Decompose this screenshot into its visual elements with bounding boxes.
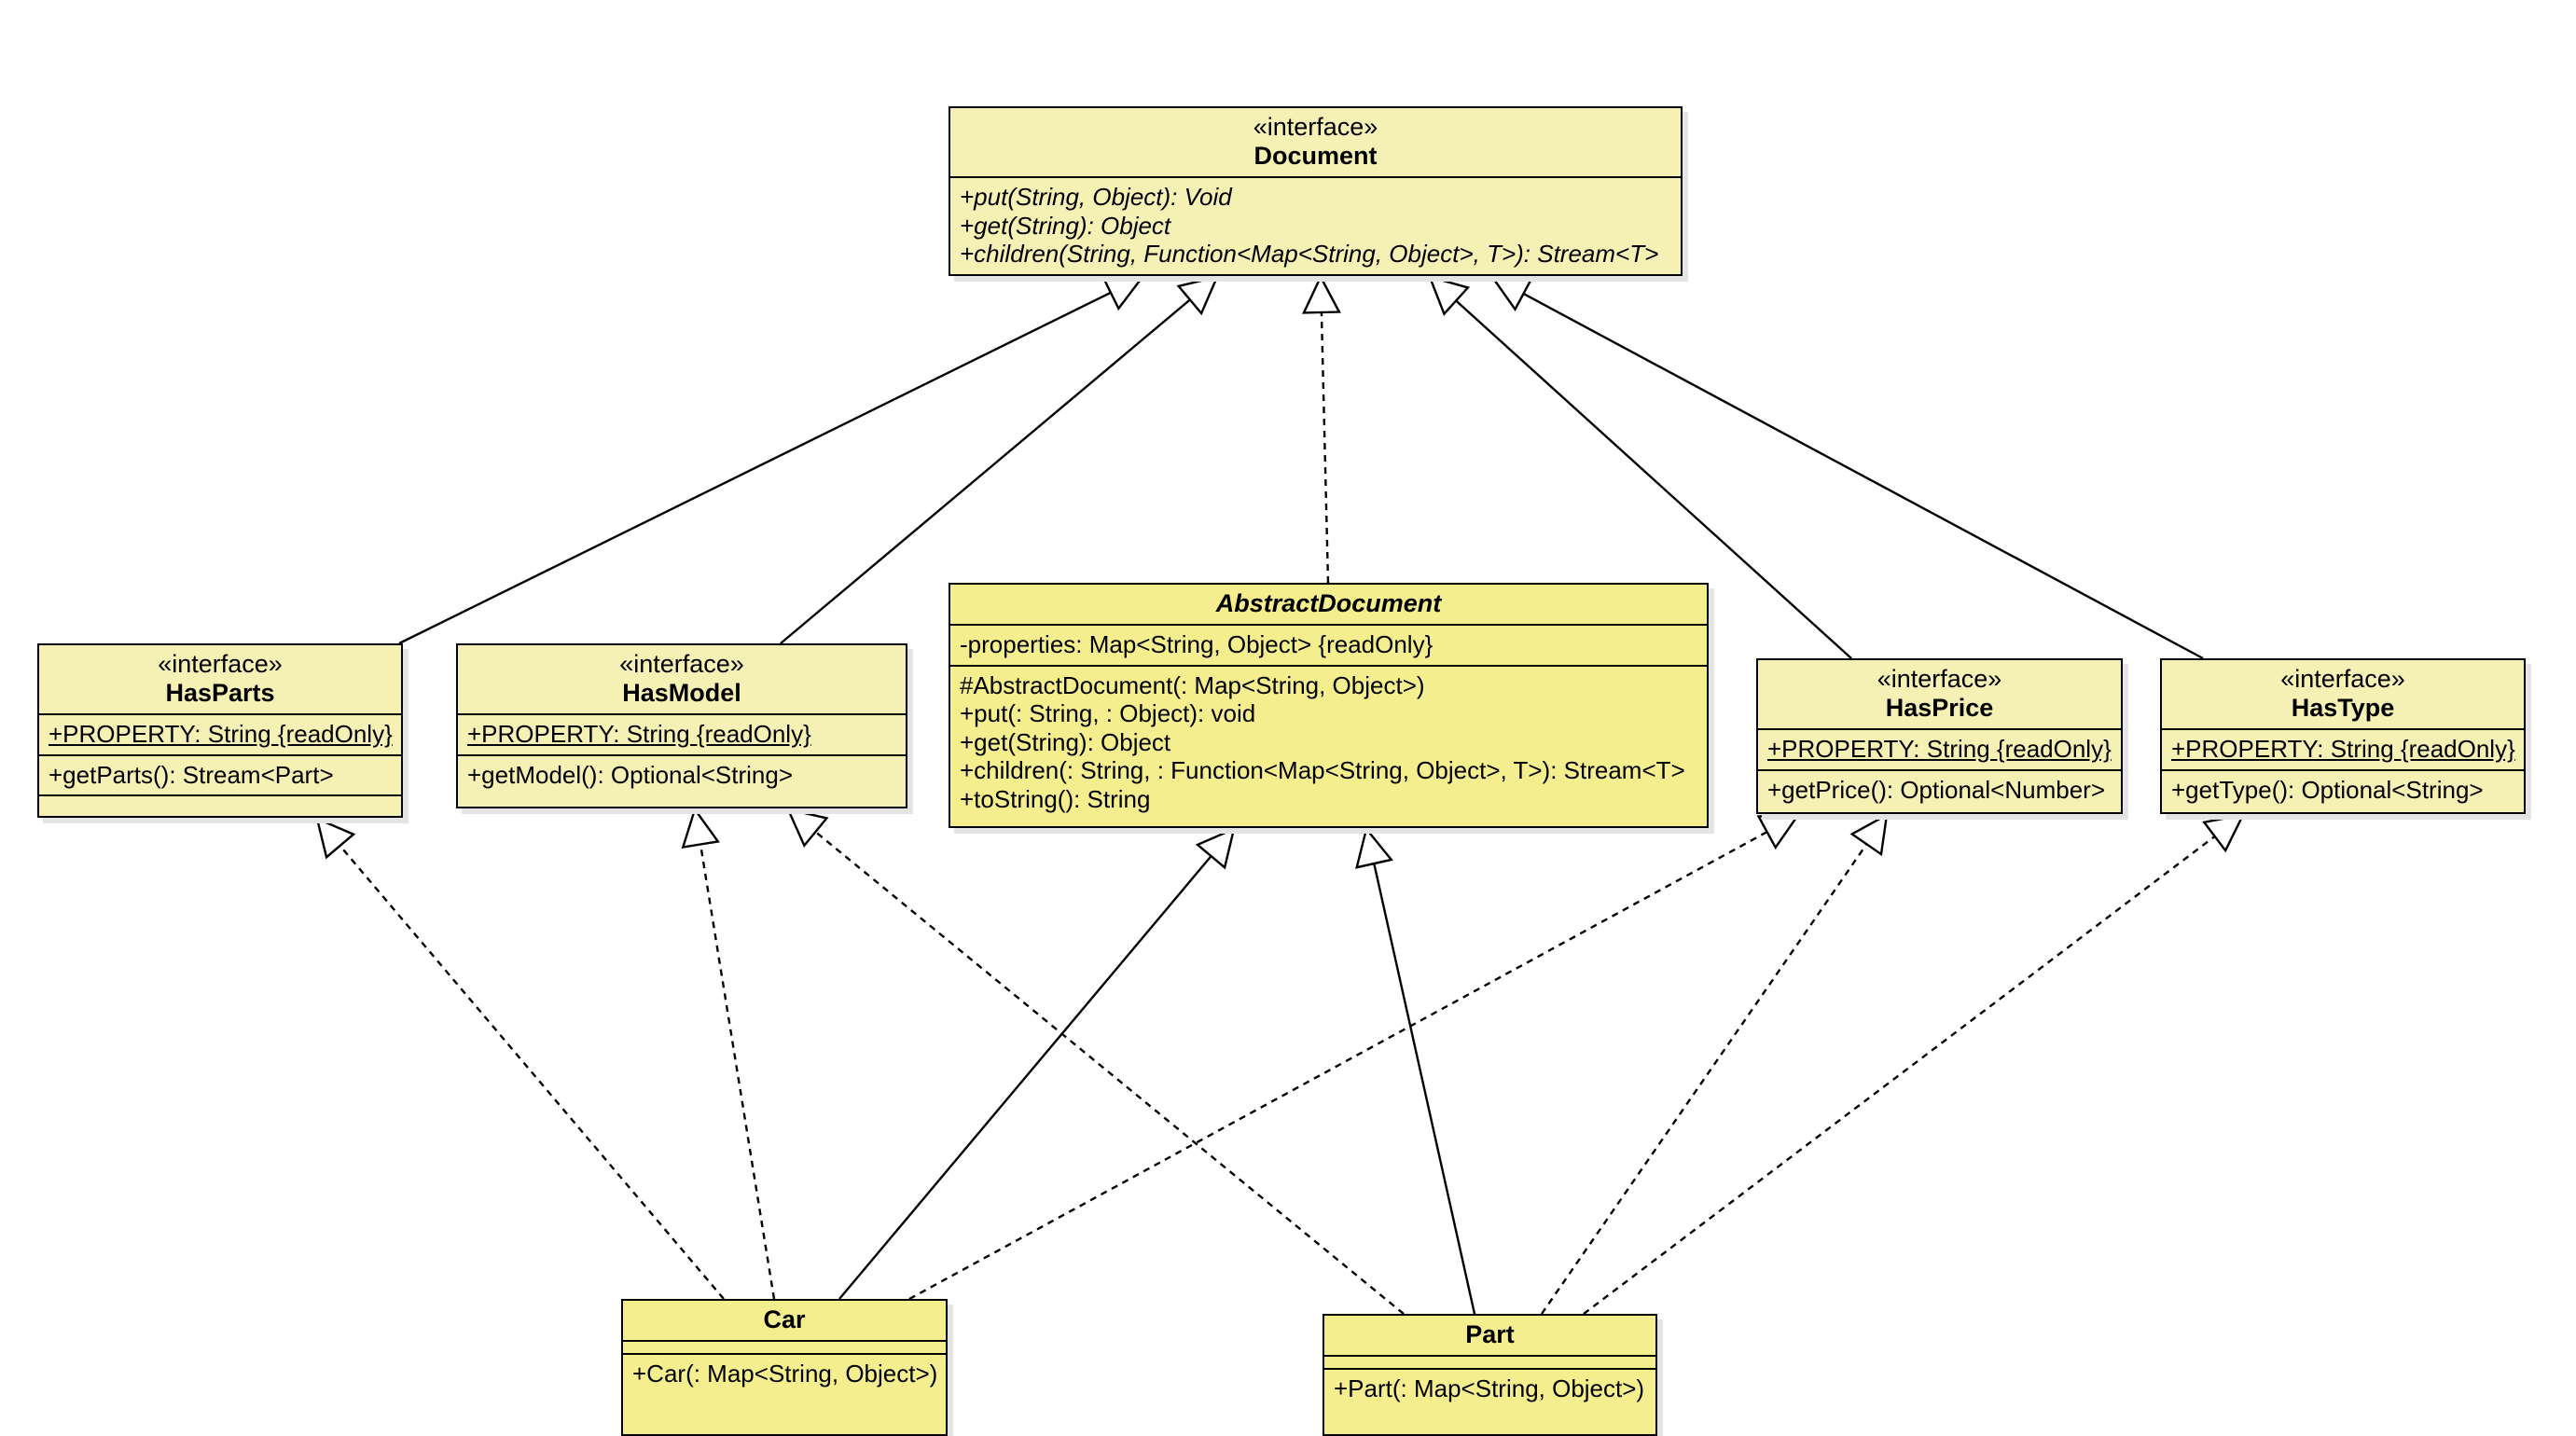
operations-section: #AbstractDocument(: Map<String, Object>)… — [950, 664, 1707, 820]
generalization-line — [1522, 292, 2204, 660]
generalization-line — [838, 855, 1212, 1300]
realization-line — [699, 844, 776, 1300]
hollow-arrowhead — [1489, 275, 1534, 311]
operation: +put(String, Object): Void — [960, 183, 1232, 211]
generalization-line — [1455, 299, 1852, 659]
stereotype: «interface» — [1877, 665, 2002, 693]
hollow-arrowhead — [1176, 275, 1220, 316]
stereotype: «interface» — [158, 650, 283, 678]
operation: #AbstractDocument(: Map<String, Object>) — [960, 670, 1425, 699]
realization-line — [814, 831, 1405, 1315]
class-abstract-document[interactable]: AbstractDocument -properties: Map<String… — [949, 583, 1709, 828]
hollow-arrowhead — [1101, 275, 1145, 311]
class-name: HasPrice — [1885, 694, 1994, 722]
class-name: AbstractDocument — [1215, 589, 1442, 617]
class-header: «interface» HasParts — [39, 645, 401, 713]
attribute: -properties: Map<String, Object> {readOn… — [960, 630, 1433, 658]
operation: +Part(: Map<String, Object>) — [1334, 1374, 1645, 1402]
operations-section: +Part(: Map<String, Object>) — [1324, 1368, 1655, 1409]
class-header: AbstractDocument — [950, 585, 1707, 624]
class-document[interactable]: «interface» Document +put(String, Object… — [949, 106, 1683, 276]
class-header: «interface» HasModel — [458, 645, 906, 713]
class-has-type[interactable]: «interface» HasType +PROPERTY: String {r… — [2160, 658, 2526, 814]
generalization-line — [398, 291, 1112, 645]
attribute: +PROPERTY: String {readOnly} — [2171, 735, 2515, 763]
operation: +children(String, Function<Map<String, O… — [960, 240, 1659, 268]
operation: +get(String): Object — [960, 211, 1171, 240]
operation: +put(: String, : Object): void — [960, 699, 1256, 727]
operation: +toString(): String — [960, 784, 1151, 813]
hollow-arrowhead — [681, 807, 720, 849]
operation: +getType(): Optional<String> — [2171, 775, 2484, 804]
operation: +children(: String, : Function<Map<Strin… — [960, 756, 1685, 784]
class-name: Part — [1465, 1320, 1515, 1348]
attributes-section: +PROPERTY: String {readOnly} — [458, 713, 906, 754]
attributes-section: +PROPERTY: String {readOnly} — [39, 713, 401, 754]
operation: +getParts(): Stream<Part> — [48, 760, 334, 789]
attribute: +PROPERTY: String {readOnly} — [467, 720, 811, 748]
generalization-line — [780, 298, 1191, 644]
stereotype: «interface» — [1253, 113, 1378, 141]
operation: +getModel(): Optional<String> — [467, 760, 794, 789]
stereotype: «interface» — [619, 650, 744, 678]
class-header: «interface» Document — [950, 108, 1681, 176]
class-header: «interface» HasPrice — [1758, 660, 2121, 728]
hollow-arrowhead — [1756, 813, 1801, 850]
hollow-arrowhead — [1302, 274, 1341, 314]
attributes-section: +PROPERTY: String {readOnly} — [2162, 728, 2524, 769]
class-header: «interface» HasType — [2162, 660, 2524, 728]
attribute: +PROPERTY: String {readOnly} — [1767, 735, 2112, 763]
realization-line — [1583, 835, 2216, 1315]
attributes-section: +PROPERTY: String {readOnly} — [1758, 728, 2121, 769]
attributes-section — [1324, 1355, 1655, 1368]
operation: +getPrice(): Optional<Number> — [1767, 775, 2106, 804]
class-car[interactable]: Car +Car(: Map<String, Object>) — [621, 1299, 948, 1436]
hollow-arrowhead — [785, 808, 829, 849]
hollow-arrowhead — [2202, 813, 2246, 853]
hollow-arrowhead — [315, 816, 356, 860]
hollow-arrowhead — [1849, 812, 1889, 857]
hollow-arrowhead — [1355, 826, 1393, 869]
class-name: HasParts — [165, 679, 275, 707]
operations-section: +getModel(): Optional<String> — [458, 753, 906, 795]
attribute: +PROPERTY: String {readOnly} — [48, 720, 393, 748]
realization-line — [339, 845, 725, 1300]
class-header: Car — [623, 1301, 946, 1340]
operations-section: +getPrice(): Optional<Number> — [1758, 768, 2121, 810]
class-name: HasModel — [622, 679, 741, 707]
attributes-section: -properties: Map<String, Object> {readOn… — [950, 624, 1707, 665]
generalization-line — [1373, 863, 1476, 1315]
class-name: HasType — [2291, 694, 2395, 722]
empty-section — [39, 794, 401, 808]
realization-line — [908, 831, 1768, 1301]
operations-section: +Car(: Map<String, Object>) — [623, 1353, 946, 1394]
operation: +get(String): Object — [960, 727, 1171, 756]
operations-section: +getParts(): Stream<Part> — [39, 753, 401, 795]
class-name: Car — [763, 1305, 806, 1333]
operations-section: +getType(): Optional<String> — [2162, 768, 2524, 810]
operations-section: +put(String, Object): Void +get(String):… — [950, 176, 1681, 274]
class-header: Part — [1324, 1316, 1655, 1355]
hollow-arrowhead — [1195, 826, 1236, 870]
class-part[interactable]: Part +Part(: Map<String, Object>) — [1323, 1314, 1657, 1436]
attributes-section — [623, 1340, 946, 1353]
realization-line — [1320, 311, 1330, 584]
stereotype: «interface» — [2280, 665, 2405, 693]
operation: +Car(: Map<String, Object>) — [632, 1360, 938, 1388]
hollow-arrowhead — [1428, 275, 1471, 316]
class-has-price[interactable]: «interface» HasPrice +PROPERTY: String {… — [1756, 658, 2123, 814]
class-has-model[interactable]: «interface» HasModel +PROPERTY: String {… — [456, 643, 907, 808]
class-has-parts[interactable]: «interface» HasParts +PROPERTY: String {… — [37, 643, 403, 818]
realization-line — [1541, 843, 1868, 1315]
class-name: Document — [1253, 142, 1378, 170]
